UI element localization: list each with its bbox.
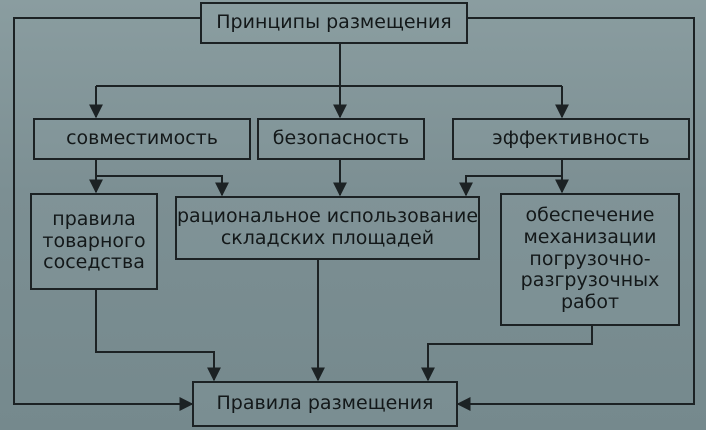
mechanization-label: обеспечение механизации погрузочно- разг…	[520, 203, 660, 314]
arrow-compat-to-rational	[95, 160, 229, 197]
rational-use-box: рациональное использование складских пло…	[175, 196, 480, 260]
principles-title-box: Принципы размещения	[200, 2, 468, 44]
safety-label: безопасность	[272, 127, 410, 150]
arrow-eff-to-rational	[459, 160, 563, 197]
compatibility-label: совместимость	[66, 127, 218, 150]
efficiency-label: эффективность	[492, 127, 650, 150]
left-bypass-arrow	[13, 17, 200, 411]
arrow-neighborhood-to-bottom	[95, 290, 221, 382]
rational-use-label: рациональное использование складских пло…	[177, 205, 479, 249]
right-bypass-arrow	[456, 17, 695, 411]
neighborhood-rules-label: правила товарного соседства	[42, 207, 146, 274]
efficiency-box: эффективность	[452, 118, 690, 160]
neighborhood-rules-box: правила товарного соседства	[30, 193, 158, 290]
arrow-mechanization-to-bottom	[421, 326, 593, 382]
compatibility-box: совместимость	[33, 118, 251, 160]
placement-rules-label: Правила размещения	[216, 392, 434, 415]
principles-title: Принципы размещения	[216, 11, 452, 34]
mechanization-box: обеспечение механизации погрузочно- разг…	[500, 193, 680, 326]
placement-rules-box: Правила размещения	[192, 381, 458, 427]
safety-box: безопасность	[257, 118, 425, 160]
